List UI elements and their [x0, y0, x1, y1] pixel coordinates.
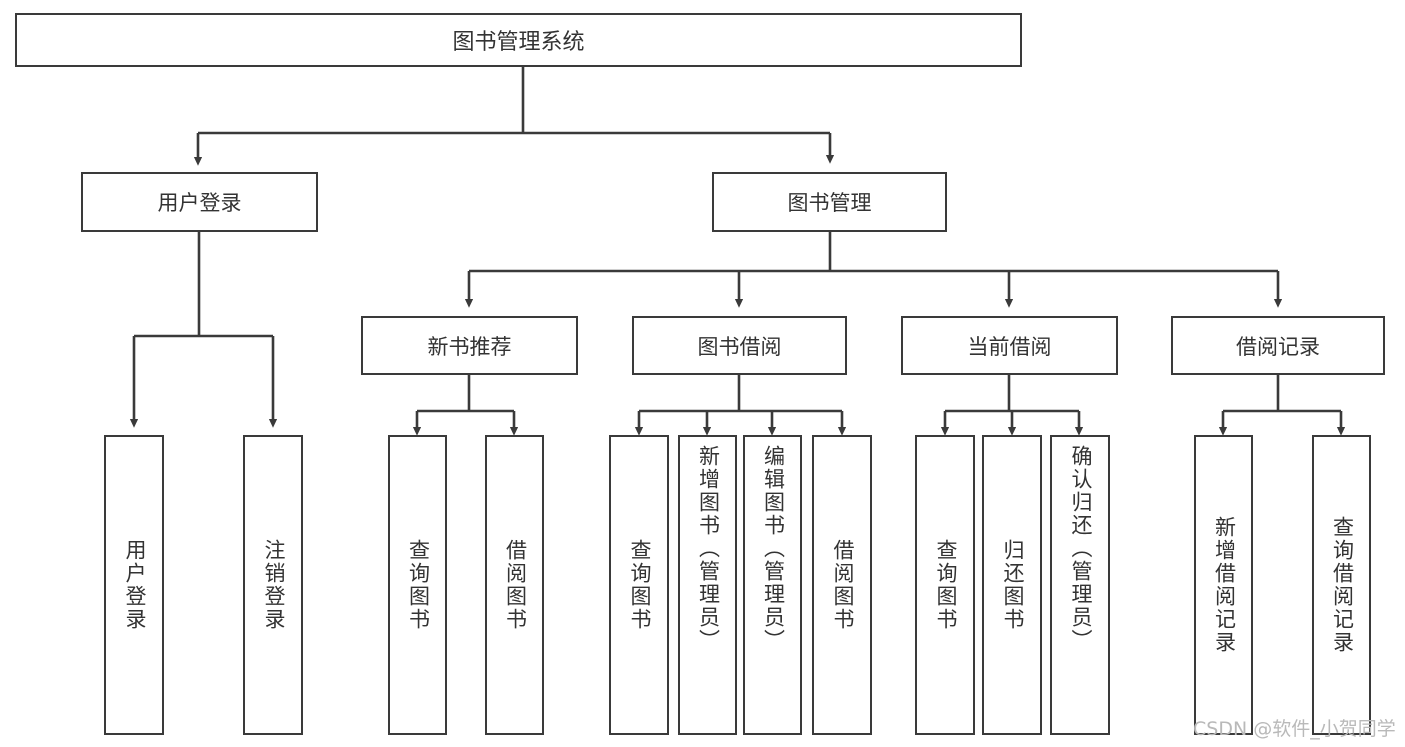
- node-user-login-label: 用户登录: [157, 192, 242, 215]
- leaf-add-record-label: 新增借阅记录: [1212, 516, 1236, 654]
- node-user-login[interactable]: 用户登录: [81, 172, 318, 232]
- leaf-query-book-1-label: 查询图书: [406, 539, 430, 631]
- leaf-edit-book[interactable]: 编辑图书（管理员）: [743, 435, 802, 735]
- leaf-borrow-book-2[interactable]: 借阅图书: [812, 435, 872, 735]
- node-borrow-record-label: 借阅记录: [1236, 335, 1320, 359]
- leaf-user-login-label: 用户登录: [123, 539, 147, 631]
- leaf-borrow-book-1[interactable]: 借阅图书: [485, 435, 544, 735]
- leaf-query-record[interactable]: 查询借阅记录: [1312, 435, 1371, 735]
- node-book-manage-label: 图书管理: [787, 192, 872, 215]
- node-root[interactable]: 图书管理系统: [15, 13, 1022, 67]
- leaf-return-book-label: 归还图书: [1001, 539, 1025, 631]
- leaf-logout-login-label: 注销登录: [262, 539, 286, 631]
- leaf-query-book-3-label: 查询图书: [934, 539, 958, 631]
- node-book-manage[interactable]: 图书管理: [712, 172, 947, 232]
- node-new-book-recommend[interactable]: 新书推荐: [361, 316, 578, 375]
- node-current-borrow-label: 当前借阅: [967, 335, 1052, 359]
- leaf-query-book-1[interactable]: 查询图书: [388, 435, 447, 735]
- leaf-borrow-book-1-label: 借阅图书: [503, 539, 527, 631]
- csdn-watermark: CSDN @软件_小贺同学: [1193, 718, 1396, 740]
- node-new-book-recommend-label: 新书推荐: [427, 335, 512, 359]
- leaf-add-book-label: 新增图书（管理员）: [696, 445, 720, 652]
- leaf-query-book-2-label: 查询图书: [628, 539, 652, 631]
- leaf-confirm-return-label: 确认归还（管理员）: [1069, 445, 1093, 652]
- node-root-label: 图书管理系统: [452, 29, 585, 54]
- leaf-query-record-label: 查询借阅记录: [1330, 516, 1354, 654]
- leaf-add-record[interactable]: 新增借阅记录: [1194, 435, 1253, 735]
- leaf-return-book[interactable]: 归还图书: [982, 435, 1042, 735]
- leaf-edit-book-label: 编辑图书（管理员）: [761, 445, 785, 652]
- leaf-query-book-3[interactable]: 查询图书: [915, 435, 975, 735]
- node-borrow-record[interactable]: 借阅记录: [1171, 316, 1385, 375]
- leaf-confirm-return[interactable]: 确认归还（管理员）: [1050, 435, 1110, 735]
- leaf-borrow-book-2-label: 借阅图书: [831, 539, 855, 631]
- leaf-user-login[interactable]: 用户登录: [104, 435, 164, 735]
- node-book-borrow-label: 图书借阅: [697, 335, 782, 359]
- node-book-borrow[interactable]: 图书借阅: [632, 316, 847, 375]
- node-current-borrow[interactable]: 当前借阅: [901, 316, 1118, 375]
- leaf-logout-login[interactable]: 注销登录: [243, 435, 303, 735]
- leaf-query-book-2[interactable]: 查询图书: [609, 435, 669, 735]
- leaf-add-book[interactable]: 新增图书（管理员）: [678, 435, 737, 735]
